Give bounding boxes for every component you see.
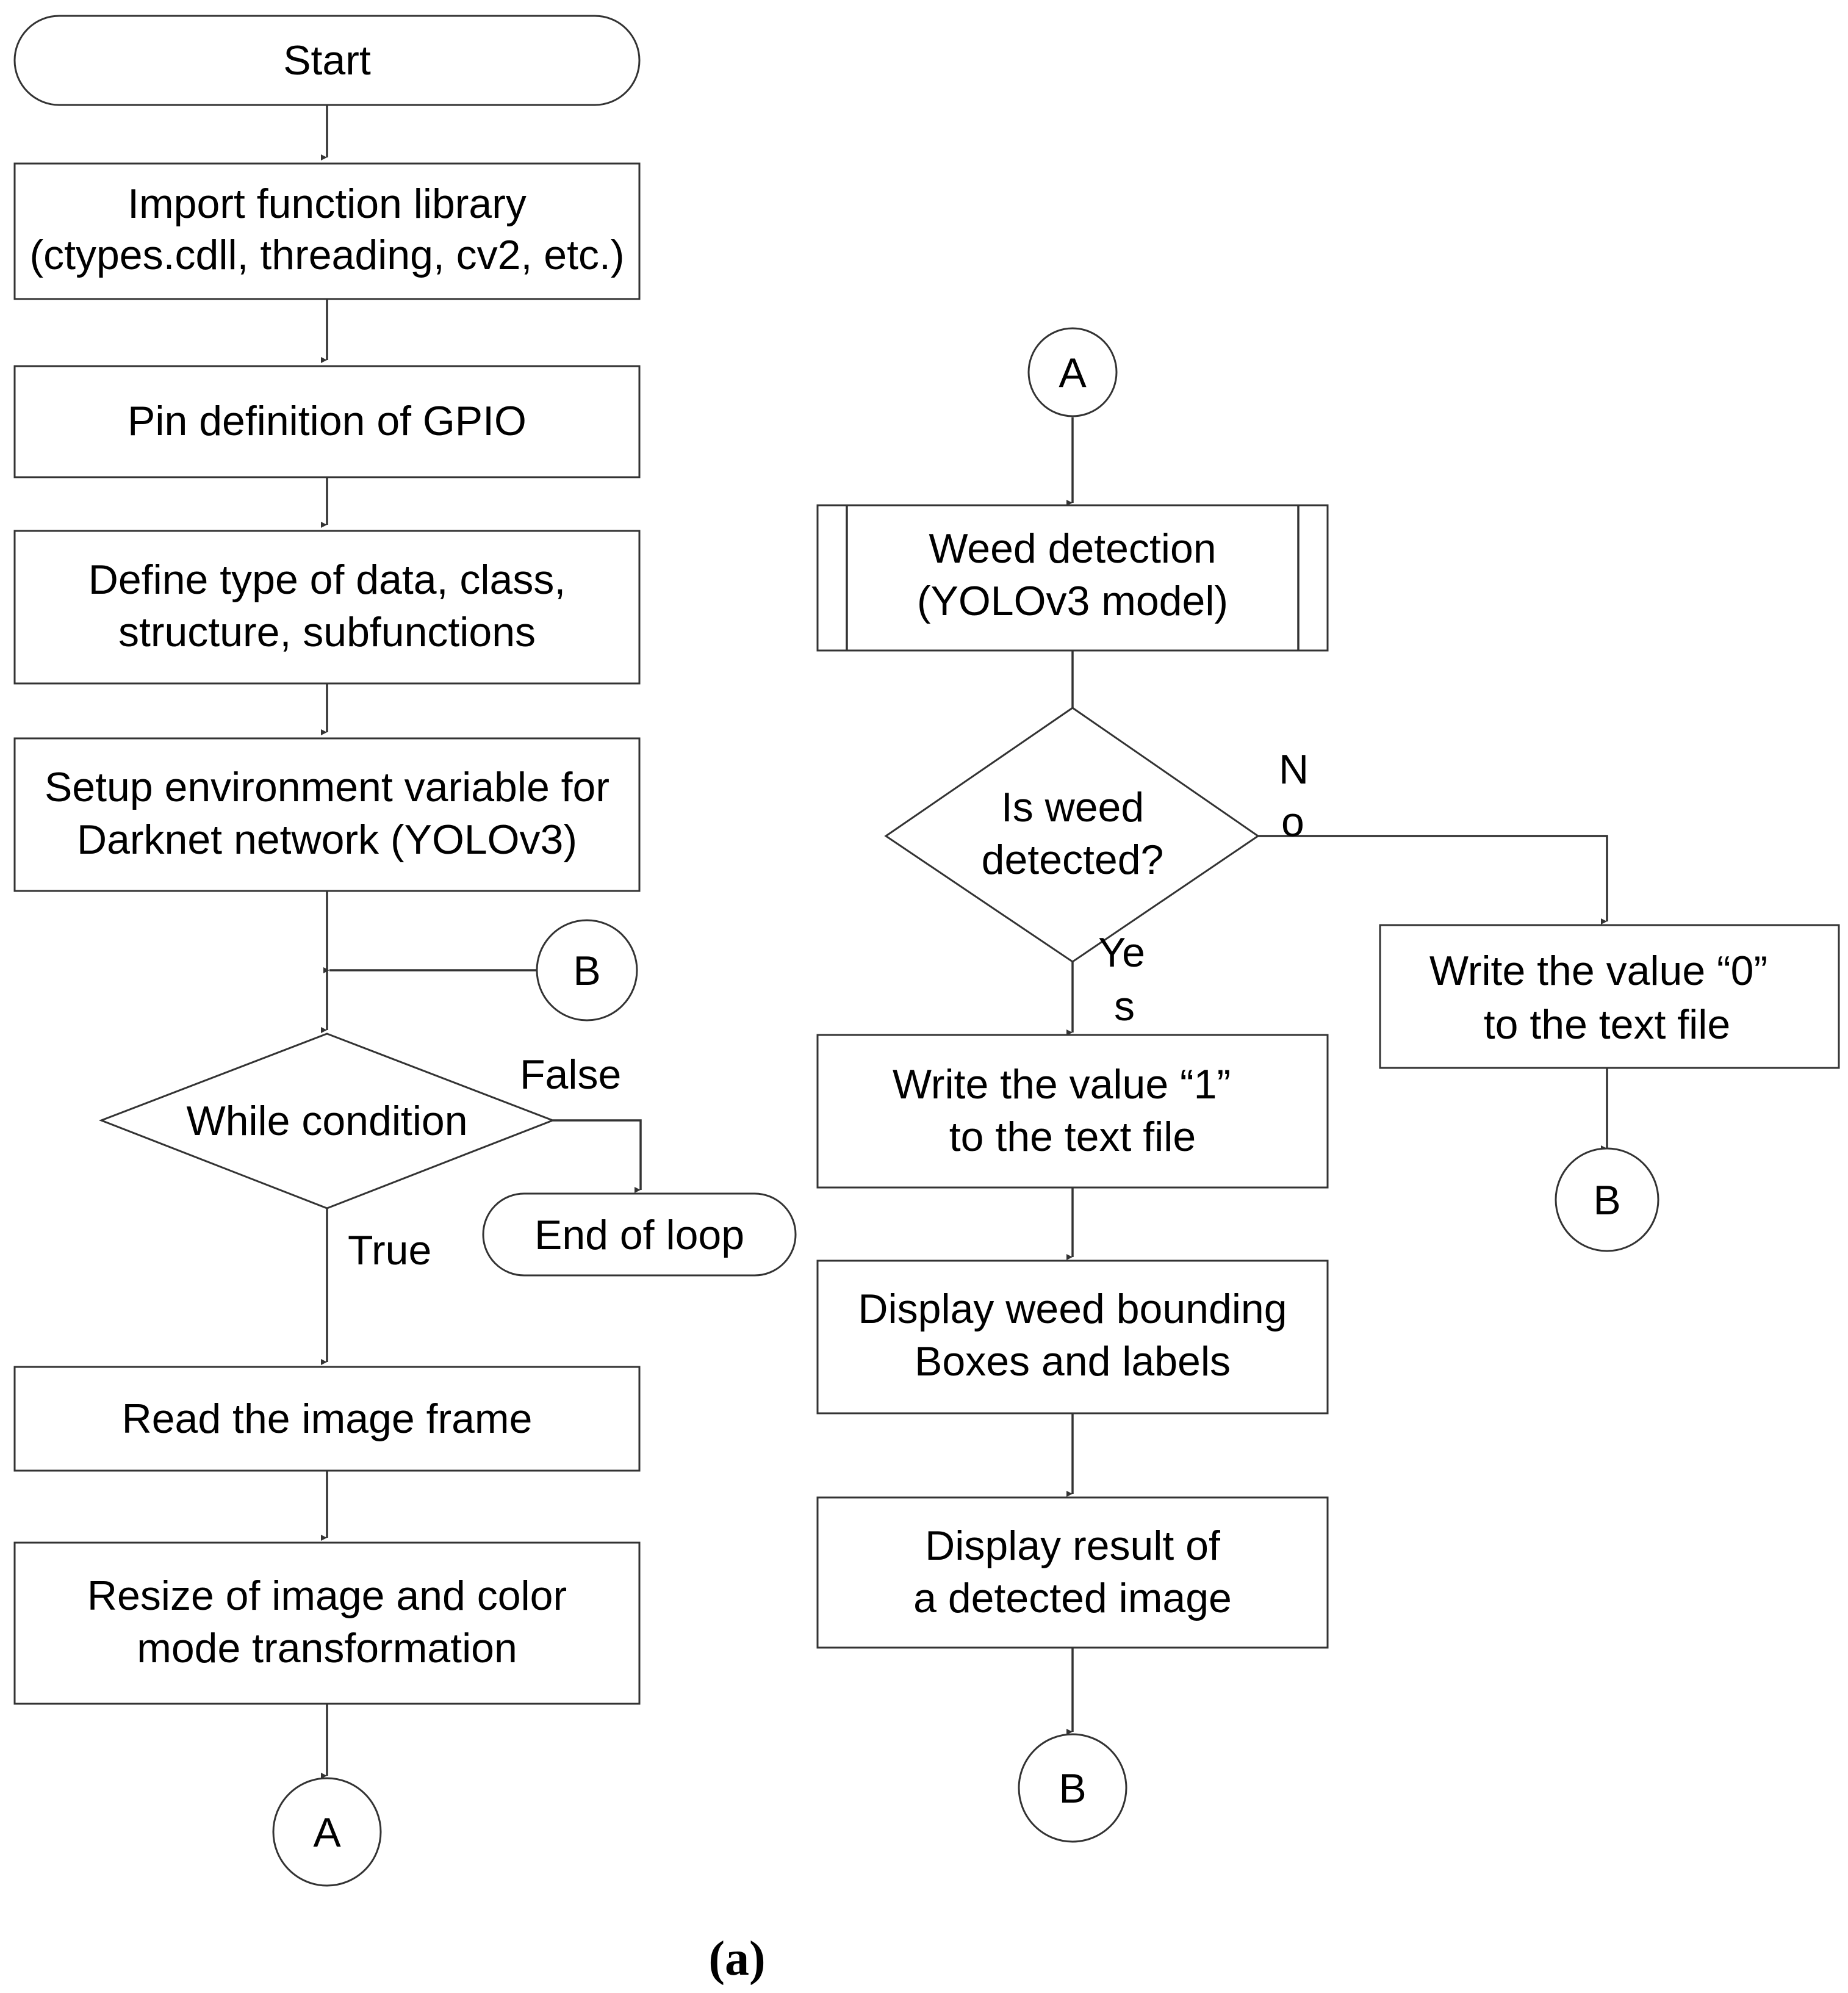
- connector-b-bottom-label: B: [1059, 1765, 1086, 1812]
- read-process: Read the image frame: [13, 1366, 641, 1472]
- connectors-left: [321, 105, 642, 1779]
- connector-a-left: A: [272, 1777, 382, 1887]
- weed-detected-decision: Is weed detected?: [884, 707, 1260, 963]
- connector-a-right-label: A: [1059, 350, 1087, 396]
- connector-a-right: A: [1027, 327, 1118, 417]
- arrow-decision-no: [1258, 835, 1608, 924]
- display-boxes-process: Display weed bounding Boxes and labels: [816, 1260, 1329, 1415]
- decision-label-line1: Is weed: [1001, 784, 1144, 831]
- start-terminal: Start: [13, 15, 641, 106]
- import-label-line2: (ctypes.cdll, threading, cv2, etc.): [29, 232, 624, 278]
- setup-process: Setup environment variable for Darknet n…: [13, 737, 641, 892]
- write-one-label-line1: Write the value “1”: [893, 1061, 1231, 1108]
- setup-label-line1: Setup environment variable for: [45, 764, 609, 810]
- display-label-line2: Boxes and labels: [915, 1338, 1231, 1385]
- start-label: Start: [283, 37, 371, 84]
- decision-label-line2: detected?: [982, 837, 1164, 883]
- define-label-line2: structure, subfunctions: [118, 609, 536, 655]
- end-loop-label: End of loop: [534, 1212, 744, 1258]
- resize-process: Resize of image and color mode transform…: [13, 1541, 641, 1705]
- while-decision: While condition: [98, 1033, 556, 1209]
- yes-edge-label-line2: s: [1114, 983, 1135, 1029]
- resize-label-line1: Resize of image and color: [87, 1573, 567, 1619]
- write-zero-label-line2: to the text file: [1484, 1001, 1730, 1048]
- pin-label: Pin definition of GPIO: [128, 398, 527, 444]
- define-process: Define type of data, class, structure, s…: [13, 530, 641, 685]
- setup-label-line2: Darknet network (YOLOv3): [77, 816, 577, 863]
- write-zero-process: Write the value “0” to the text file: [1379, 924, 1840, 1069]
- display-result-process: Display result of a detected image: [816, 1496, 1329, 1649]
- no-edge-label-line1: N: [1279, 746, 1309, 793]
- write-zero-label-line1: Write the value “0”: [1429, 948, 1767, 994]
- connector-a-left-label: A: [313, 1809, 341, 1856]
- no-edge-label-line2: o: [1281, 799, 1304, 845]
- true-edge-label: True: [348, 1227, 431, 1274]
- write-one-process: Write the value “1” to the text file: [816, 1034, 1329, 1189]
- write-one-label-line2: to the text file: [949, 1114, 1196, 1160]
- import-label-line1: Import function library: [128, 181, 527, 227]
- connector-b-left-label: B: [573, 948, 600, 994]
- weed-label-line2: (YOLOv3 model): [917, 578, 1228, 624]
- false-edge-label: False: [520, 1051, 621, 1098]
- display-label-line1: Display weed bounding: [858, 1286, 1287, 1332]
- result-label-line2: a detected image: [913, 1575, 1232, 1621]
- connector-b-bottom: B: [1018, 1733, 1127, 1843]
- pin-process: Pin definition of GPIO: [13, 365, 641, 478]
- define-label-line1: Define type of data, class,: [88, 557, 566, 603]
- figure-caption: (a): [708, 1932, 765, 1986]
- connector-b-right: B: [1555, 1147, 1659, 1252]
- weed-detection-subprocess: Weed detection (YOLOv3 model): [816, 504, 1329, 652]
- weed-label-line1: Weed detection: [929, 525, 1216, 572]
- read-label: Read the image frame: [122, 1396, 533, 1442]
- arrow-while-false: [553, 1119, 642, 1193]
- resize-label-line2: mode transformation: [137, 1625, 517, 1671]
- while-label: While condition: [186, 1098, 467, 1144]
- import-process: Import function library (ctypes.cdll, th…: [13, 162, 641, 300]
- connector-b-left: B: [536, 919, 638, 1022]
- connectors-middle: [1066, 417, 1608, 1735]
- end-loop-terminal: End of loop: [482, 1192, 797, 1277]
- connector-b-right-label: B: [1593, 1177, 1620, 1224]
- yes-edge-label-line1: Ye: [1098, 929, 1145, 976]
- result-label-line1: Display result of: [925, 1523, 1220, 1569]
